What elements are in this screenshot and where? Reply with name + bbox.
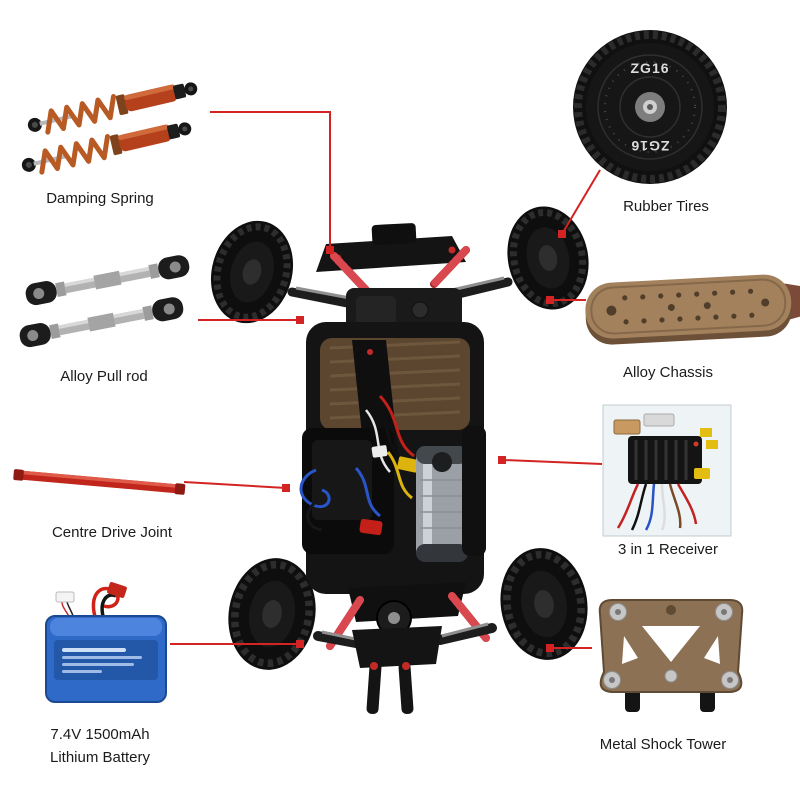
leader-damping-spring: [210, 111, 331, 250]
shock-tower-illustration: [598, 599, 744, 712]
label-alloy-pull-rod: Alloy Pull rod: [60, 368, 148, 385]
leader-drive-joint: [183, 481, 287, 489]
label-battery-line1: 7.4V 1500mAh: [50, 726, 150, 743]
label-battery-line2: Lithium Battery: [49, 748, 151, 766]
alloy-chassis-illustration: [585, 274, 800, 345]
car-illustration: [199, 199, 598, 715]
alloy-pull-rod-illustration: [17, 253, 192, 349]
battery-illustration: [45, 582, 167, 703]
label-centre-drive-joint: Centre Drive Joint: [51, 524, 173, 541]
damping-spring-illustration: [20, 78, 200, 177]
label-receiver: 3 in 1 Receiver: [617, 541, 719, 558]
label-battery: 7.4V 1500mAh Lithium Battery: [50, 724, 150, 769]
leader-rubber-tires: [561, 169, 601, 235]
rubber-tire-illustration: ZG16 ZG16: [573, 30, 727, 184]
tire-brand-text-mirrored: ZG16: [630, 138, 669, 154]
leader-endpoints: [282, 230, 566, 652]
label-metal-shock-tower: Metal Shock Tower: [599, 736, 727, 753]
tire-brand-text: ZG16: [630, 60, 669, 76]
label-alloy-chassis: Alloy Chassis: [622, 364, 714, 381]
leader-receiver: [503, 459, 603, 465]
label-damping-spring: Damping Spring: [46, 190, 154, 207]
receiver-illustration: [602, 404, 732, 537]
leader-lines: [170, 111, 603, 649]
drive-joint-illustration: [13, 469, 186, 495]
label-rubber-tires: Rubber Tires: [623, 198, 709, 215]
